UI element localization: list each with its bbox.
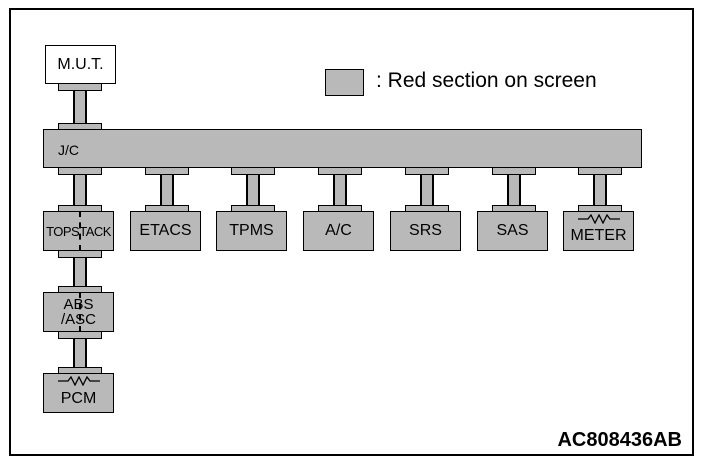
srs-connector-shaft — [420, 175, 434, 206]
pcm-connector-top — [58, 331, 102, 339]
mut-connector-top — [58, 83, 102, 91]
ac-connector-top — [318, 167, 362, 175]
tpms-connector-top — [231, 167, 275, 175]
mut-label: M.U.T. — [57, 55, 104, 73]
dashed-line-topstack — [79, 211, 81, 251]
mut-box: M.U.T. — [45, 45, 116, 84]
srs-connector-top — [405, 167, 449, 175]
sas-label: SAS — [496, 222, 529, 239]
sas-connector-top — [492, 167, 536, 175]
meter-resistor-icon — [578, 214, 620, 224]
ac-connector-shaft — [333, 175, 347, 206]
etacs-connector-shaft — [160, 175, 174, 206]
pcm-resistor-icon — [58, 376, 100, 386]
topstack-connector-top — [58, 167, 102, 175]
ac-box: A/C — [303, 211, 374, 251]
sas-connector-shaft — [507, 175, 521, 206]
pcm-label: PCM — [60, 390, 97, 407]
etacs-label: ETACS — [139, 222, 192, 239]
etacs-box: ETACS — [130, 211, 201, 251]
legend-swatch — [325, 69, 364, 96]
pcm-box: PCM — [43, 373, 114, 413]
tpms-connector-shaft — [246, 175, 260, 206]
meter-connector-shaft — [593, 175, 607, 206]
tpms-label: TPMS — [229, 222, 274, 239]
meter-box: METER — [563, 211, 634, 251]
srs-label: SRS — [409, 222, 442, 239]
abs-label-line2: /ASC — [60, 311, 96, 328]
figure-frame — [9, 8, 694, 456]
dashed-line-abs — [79, 292, 81, 332]
abs-connector-top — [58, 250, 102, 258]
jc-label: J/C — [58, 142, 79, 158]
jc-bar — [43, 129, 642, 168]
ac-label: A/C — [325, 222, 352, 239]
mut-connector-shaft — [73, 91, 87, 124]
topstack-label: TOPSTACK — [46, 223, 111, 239]
legend-text: : Red section on screen — [376, 69, 597, 92]
srs-box: SRS — [390, 211, 461, 251]
topstack-connector-shaft — [73, 175, 87, 206]
tpms-box: TPMS — [216, 211, 287, 251]
etacs-connector-top — [145, 167, 189, 175]
figure-code: AC808436AB — [557, 429, 682, 451]
topstack-box: TOPSTACK — [43, 211, 114, 251]
abs-connector-shaft — [73, 258, 87, 287]
abs-label-line1: ABS — [63, 296, 94, 313]
abs-asc-box: ABS /ASC — [43, 292, 114, 332]
pcm-connector-shaft — [73, 339, 87, 368]
meter-connector-top — [578, 167, 622, 175]
meter-label: METER — [570, 227, 627, 244]
sas-box: SAS — [477, 211, 548, 251]
